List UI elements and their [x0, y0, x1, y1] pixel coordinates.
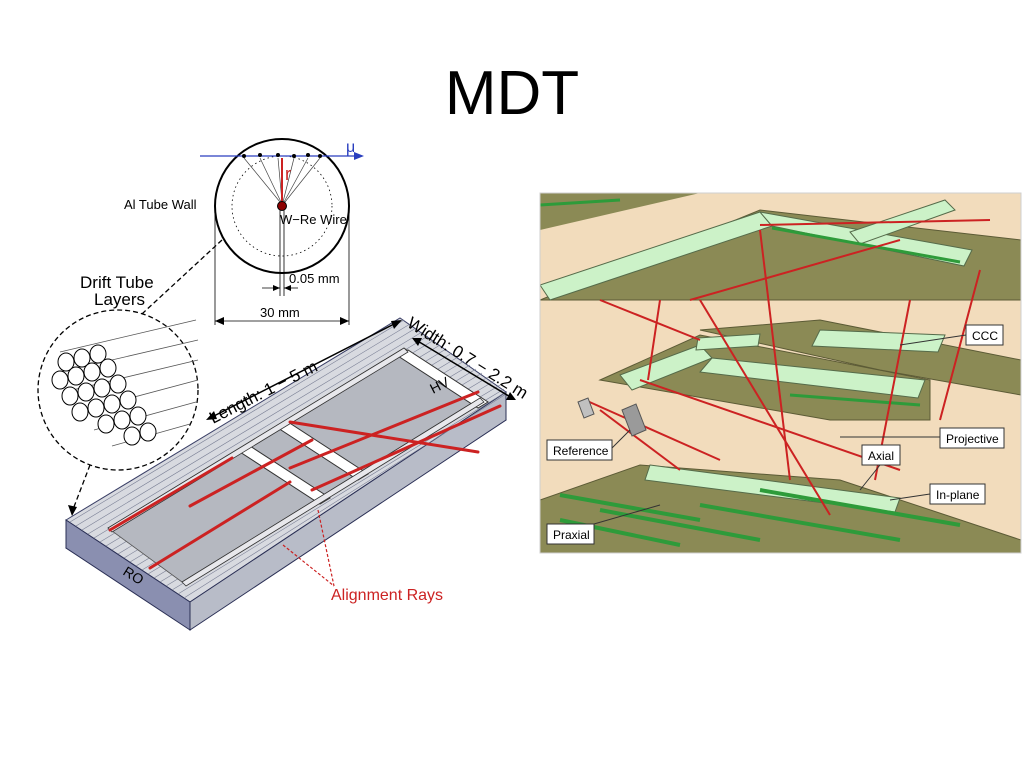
middle-chamber-back: [699, 319, 1021, 396]
tube-wall-label: Al Tube Wall: [124, 197, 197, 212]
slide-title: MDT: [444, 59, 580, 128]
mdt-chamber: Length: 1 − 5 m Width: 0.7 − 2.2 m HV RO…: [65, 313, 531, 631]
tube-dim-head-left: [215, 317, 224, 325]
zoom-connector-top: [129, 239, 223, 326]
alignment-rays: [108, 390, 502, 570]
zoom-connector-head: [68, 505, 77, 516]
render-frame: [539, 192, 1022, 554]
drift-layers-label-line2: Layers: [94, 290, 145, 309]
tube-dim-head-right: [340, 317, 349, 325]
width-arrow: [415, 339, 513, 399]
alignment-render: CCC Projective Reference Axial In-plane …: [539, 192, 1022, 554]
drift-layers-label-line1: Drift Tube: [80, 273, 154, 292]
tube-bundle: [51, 319, 199, 447]
wire-dim-head-left: [273, 285, 280, 291]
callout-ccc-text: CCC: [972, 329, 998, 343]
length-arrow-head-b: [391, 320, 402, 329]
callout-praxial: Praxial: [546, 504, 661, 545]
length-arrow: [209, 321, 399, 419]
wire-dot: [277, 201, 287, 211]
zoom-connector-bottom: [71, 464, 91, 513]
alignment-rays-label: Alignment Rays: [331, 587, 443, 604]
bottom-chamber: [540, 464, 1021, 553]
tube-cross-section: μ r W−Re Wire Al Tube Wall 0.05 mm: [124, 138, 364, 325]
middle-spacer-right: [699, 357, 926, 399]
drift-layers-zoom: Drift Tube Layers: [37, 273, 199, 471]
callout-ccc: CCC: [899, 324, 1004, 346]
muon-symbol: μ: [346, 139, 355, 156]
reference-prism-b: [577, 397, 595, 419]
muon-arrow: [354, 152, 364, 160]
wire-dim-head-right: [284, 285, 291, 291]
callout-axial: Axial: [859, 444, 901, 491]
wire-label: W−Re Wire: [280, 212, 347, 227]
rays-pointer-2: [317, 509, 335, 587]
rays-pointer-1: [282, 544, 335, 587]
ionization-dots: [242, 153, 322, 158]
chamber-side-face: [189, 391, 507, 631]
tube-diameter-label: 30 mm: [260, 305, 300, 320]
render-alignment-rays: [584, 219, 991, 516]
callout-projective-text: Projective: [946, 432, 999, 446]
middle-spacer-far: [695, 333, 761, 351]
callout-reference-text: Reference: [553, 444, 609, 458]
width-arrow-head-b: [506, 392, 516, 400]
callout-axial-text: Axial: [868, 449, 894, 463]
callout-praxial-text: Praxial: [553, 528, 590, 542]
top-green-strips: [540, 198, 961, 407]
radius-symbol: r: [285, 164, 291, 184]
callout-reference: Reference: [546, 429, 631, 461]
callout-in-plane: In-plane: [889, 483, 986, 505]
reference-prism-a: [621, 403, 647, 437]
callout-projective: Projective: [840, 427, 1005, 449]
wire-dim-label: 0.05 mm: [289, 271, 340, 286]
length-arrow-head-a: [206, 411, 217, 420]
callout-in-plane-text: In-plane: [936, 488, 980, 502]
width-arrow-head-a: [412, 338, 422, 346]
